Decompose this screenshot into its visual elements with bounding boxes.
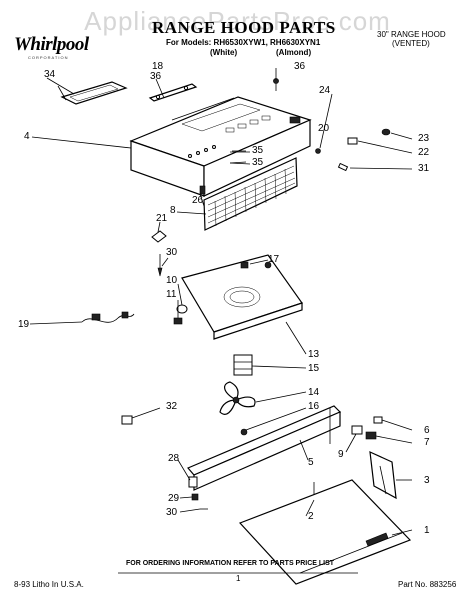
part-13-blower-plate	[181, 254, 303, 340]
hood-type-label: 30" RANGE HOOD	[377, 30, 446, 39]
part-32-light-socket	[121, 407, 161, 425]
color-white-label: (White)	[210, 48, 238, 57]
callout-20: 20	[318, 123, 330, 134]
callout-5: 5	[308, 457, 314, 468]
callout-10: 10	[166, 275, 178, 286]
watermark: AppliancePartsPros.com	[84, 6, 391, 36]
ordering-note: FOR ORDERING INFORMATION REFER TO PARTS …	[126, 560, 335, 567]
callout-29: 29	[168, 493, 180, 504]
callout-35-upper: 35	[252, 145, 264, 156]
callout-4: 4	[24, 131, 30, 142]
part-5-bottom-panel	[187, 405, 342, 491]
callout-28: 28	[168, 453, 180, 464]
callout-23: 23	[418, 133, 430, 144]
litho-note: 8-93 Litho In U.S.A.	[14, 580, 84, 589]
part-18-bracket	[148, 83, 198, 102]
page-title: RANGE HOOD PARTS	[152, 18, 336, 37]
part-6-7-9-switch	[351, 416, 383, 440]
callout-26: 26	[192, 195, 204, 206]
callout-1: 1	[424, 525, 430, 536]
part-small-hardware-right	[315, 128, 413, 172]
callout-9: 9	[338, 449, 344, 460]
callout-8: 8	[170, 205, 176, 216]
callout-16: 16	[308, 401, 320, 412]
callout-34: 34	[44, 69, 56, 80]
callout-36-top-left: 36	[150, 71, 162, 82]
page-number: 1	[236, 574, 241, 583]
part-10-11-capacitor	[173, 304, 188, 325]
callout-6: 6	[424, 425, 430, 436]
part-28-29-30-hardware	[188, 476, 208, 510]
color-almond-label: (Almond)	[276, 48, 312, 57]
callout-31: 31	[418, 163, 430, 174]
leader-lines	[29, 68, 413, 536]
part-3-front-trim	[369, 451, 397, 500]
part-34-vent-plate	[57, 81, 128, 105]
part-number: Part No. 883256	[398, 580, 457, 589]
callout-22: 22	[418, 147, 430, 158]
callout-35-lower: 35	[252, 157, 264, 168]
callout-32: 32	[166, 401, 178, 412]
part-4-hood-housing	[129, 96, 312, 197]
part-26-21-30-hardware	[151, 185, 206, 277]
callout-15: 15	[308, 363, 320, 374]
callout-3: 3	[424, 475, 430, 486]
part-16-nut	[240, 428, 248, 436]
callout-19: 19	[18, 319, 30, 330]
callout-24: 24	[319, 85, 331, 96]
callout-7: 7	[424, 437, 430, 448]
callout-30-lower: 30	[166, 507, 178, 518]
models-line: For Models: RH6530XYW1, RH6630XYN1	[166, 38, 321, 47]
part-15-motor	[233, 354, 253, 376]
hood-vent-label: (VENTED)	[392, 39, 430, 48]
part-14-fan-blade	[219, 381, 256, 415]
whirlpool-logo: Whirlpool	[14, 34, 89, 55]
part-17-nut	[240, 259, 269, 269]
callout-17: 17	[268, 254, 280, 265]
callout-11: 11	[166, 289, 177, 300]
callout-21: 21	[156, 213, 168, 224]
callout-13: 13	[308, 349, 320, 360]
part-19-wiring-harness	[81, 311, 135, 323]
callout-30-upper: 30	[166, 247, 178, 258]
part-1-light-panel	[238, 479, 412, 585]
part-36-screw	[273, 78, 279, 91]
callout-2: 2	[308, 511, 314, 522]
callout-36-top-right: 36	[294, 61, 306, 72]
part-8-grease-filter	[203, 157, 298, 231]
logo-subtitle: CORPORATION	[28, 55, 69, 60]
callout-14: 14	[308, 387, 320, 398]
callout-18: 18	[152, 61, 164, 72]
